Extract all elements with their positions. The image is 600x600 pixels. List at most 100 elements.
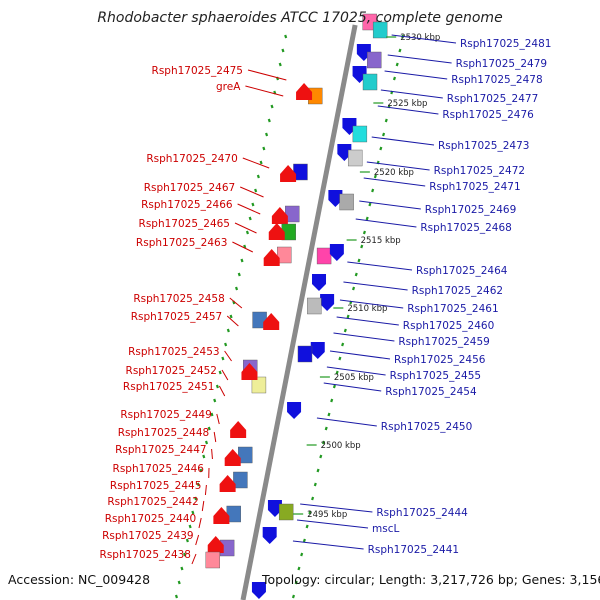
tick-mark: [284, 34, 288, 39]
tick-mark: [338, 356, 342, 361]
tick-mark: [341, 342, 345, 347]
left-leader-line: [232, 241, 254, 253]
tick-mark: [270, 104, 274, 109]
tick-mark: [382, 132, 386, 137]
kbp-label: 2500 kbp: [321, 441, 361, 451]
tick-mark: [297, 566, 301, 571]
kbp-label: 2530 kbp: [400, 33, 440, 43]
tick-mark: [357, 258, 361, 263]
tick-mark: [213, 398, 217, 403]
right-leader-line: [366, 161, 430, 171]
right-leader-line: [333, 332, 395, 342]
left-gene-label: Rsph17025_2448: [118, 427, 209, 439]
right-gene-label: Rsph17025_2479: [456, 58, 547, 70]
tick-mark: [240, 258, 244, 263]
left-leader-line: [213, 431, 217, 443]
genome-backbone: [240, 24, 358, 600]
accession-text: Accession: NC_009428: [8, 572, 151, 587]
tick-mark: [177, 580, 181, 585]
tick-mark: [294, 580, 298, 585]
reverse-gene-arrow: [329, 244, 344, 261]
left-leader-line: [201, 500, 205, 512]
gene-box: [238, 446, 253, 464]
left-gene-label: Rsph17025_2467: [144, 182, 235, 194]
tick-mark: [207, 426, 211, 431]
right-gene-label: Rsph17025_2461: [407, 303, 498, 315]
tick-mark: [265, 132, 269, 137]
left-leader-line: [218, 385, 226, 397]
right-gene-label: Rsph17025_2476: [442, 109, 534, 121]
right-leader-line: [384, 70, 448, 80]
left-gene-label: Rsph17025_2470: [146, 153, 237, 165]
tick-mark: [330, 398, 334, 403]
tick-mark: [395, 62, 399, 67]
tick-mark: [321, 440, 326, 445]
left-gene-label: Rsph17025_2465: [139, 218, 230, 230]
reverse-gene-arrow: [310, 342, 325, 359]
tick-mark: [360, 244, 364, 249]
right-leader-line: [347, 261, 413, 271]
gene-box: [367, 51, 382, 69]
left-leader-line: [224, 350, 232, 362]
right-gene-label: Rsph17025_2481: [460, 38, 551, 50]
gene-box: [316, 247, 332, 265]
right-gene-label: Rsph17025_2469: [425, 204, 516, 216]
tick-mark: [226, 328, 230, 333]
tick-mark: [291, 594, 296, 599]
left-leader-line: [211, 448, 213, 460]
right-gene-label: Rsph17025_2471: [429, 181, 520, 193]
tick-mark: [332, 384, 336, 389]
tick-mark: [398, 48, 402, 53]
reverse-gene-arrow: [337, 144, 352, 161]
reverse-gene-arrow: [320, 294, 335, 311]
tick-mark: [335, 370, 339, 375]
tick-mark: [362, 230, 366, 235]
kbp-label: 2510 kbp: [347, 304, 387, 314]
kbp-label: 2520 kbp: [374, 168, 414, 178]
right-leader-line: [326, 366, 386, 376]
kbp-label: 2525 kbp: [387, 99, 427, 109]
tick-mark: [300, 552, 304, 557]
left-leader-line: [195, 534, 200, 546]
tick-mark: [262, 146, 266, 151]
tick-mark: [174, 594, 179, 599]
tick-mark: [281, 48, 285, 53]
right-gene-label: Rsph17025_2472: [434, 165, 525, 177]
right-gene-label: Rsph17025_2462: [412, 285, 503, 297]
left-gene-label: Rsph17025_2442: [107, 496, 198, 508]
left-gene-label: Rsph17025_2449: [120, 409, 211, 421]
gene-box: [233, 471, 248, 489]
right-gene-label: Rsph17025_2456: [394, 354, 486, 366]
kbp-label: 2515 kbp: [361, 236, 401, 246]
kbp-label: 2505 kbp: [334, 373, 374, 383]
right-gene-label: Rsph17025_2454: [385, 386, 477, 398]
tick-mark: [215, 384, 219, 389]
left-gene-label: Rsph17025_2475: [152, 65, 243, 77]
tick-mark: [313, 482, 317, 487]
tick-mark: [384, 118, 388, 123]
left-leader-line: [240, 186, 264, 198]
tick-mark: [316, 468, 320, 473]
tick-mark: [379, 146, 383, 151]
right-gene-label: Rsph17025_2459: [398, 336, 489, 348]
gene-box: [205, 551, 221, 569]
gene-box: [307, 297, 322, 315]
right-leader-line: [323, 382, 382, 392]
tick-mark: [351, 286, 356, 291]
tick-mark: [371, 188, 375, 193]
tick-mark: [248, 216, 252, 221]
right-leader-line: [336, 316, 399, 326]
topology-text: Topology: circular; Length: 3,217,726 bp…: [262, 572, 600, 587]
tick-mark: [196, 482, 200, 487]
tick-mark: [191, 510, 195, 515]
gene-box: [362, 73, 378, 91]
right-leader-line: [339, 299, 404, 309]
forward-gene-arrow: [241, 363, 258, 380]
right-leader-line: [387, 54, 452, 64]
tick-mark: [311, 496, 315, 501]
left-leader-line: [226, 315, 239, 327]
forward-gene-arrow: [280, 165, 297, 182]
tick-mark: [245, 230, 249, 235]
right-gene-label: Rsph17025_2464: [416, 265, 508, 277]
